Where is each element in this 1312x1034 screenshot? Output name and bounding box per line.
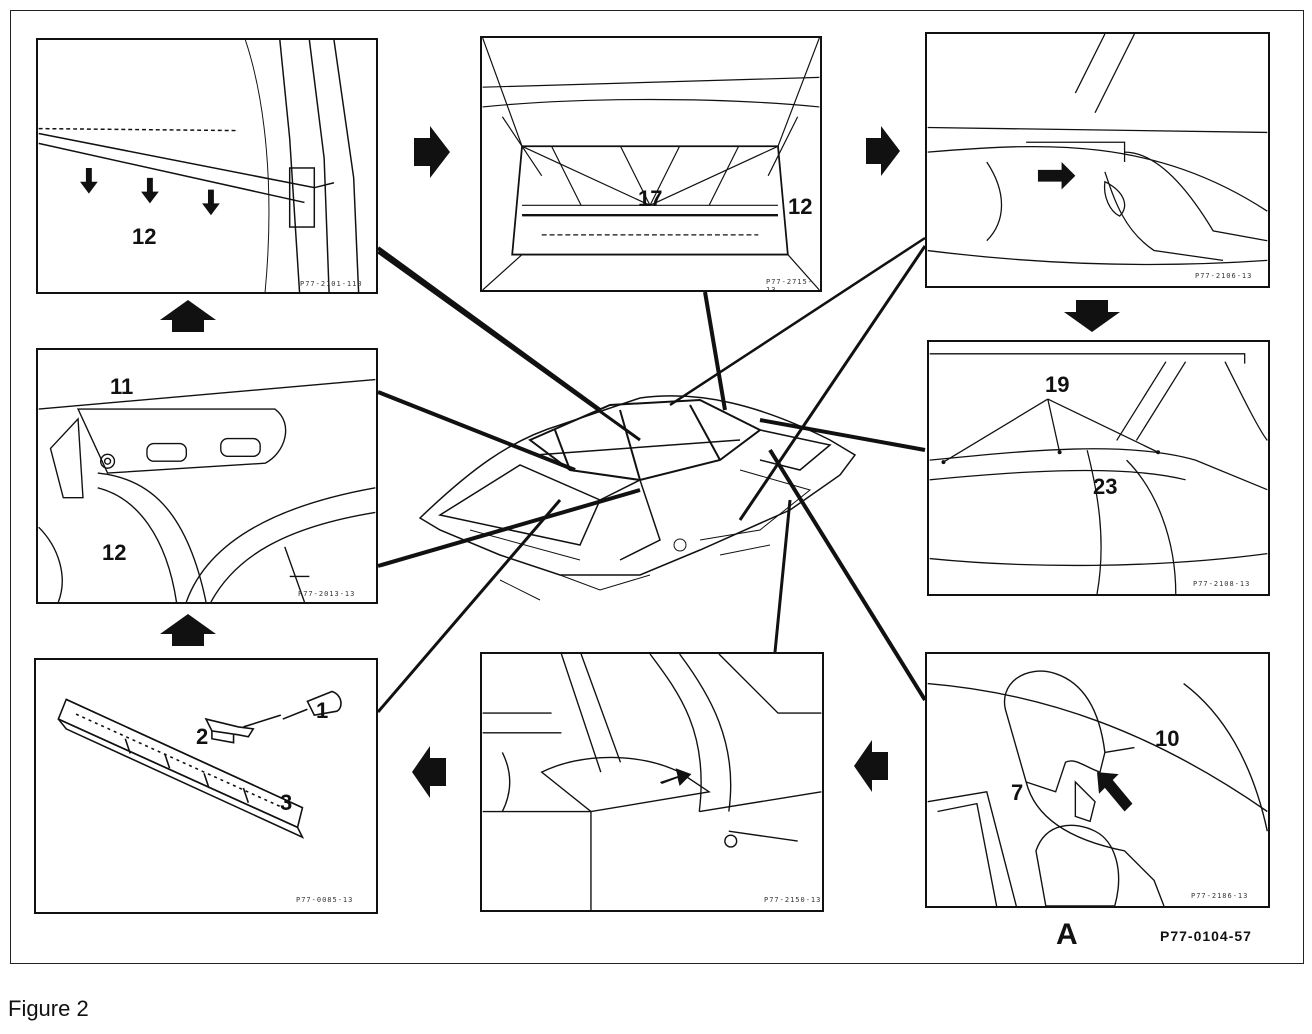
right-arrow-icon — [866, 126, 900, 176]
left-arrow-icon — [854, 740, 888, 792]
callout-2: 2 — [196, 724, 209, 749]
right-arrow-icon — [414, 126, 450, 178]
panel-bottom-right: 10 7 P77-2186-13 — [925, 652, 1270, 908]
callout-12: 12 — [788, 194, 813, 219]
figure-frame — [10, 10, 1304, 964]
panel-top-right: P77-2106-13 — [925, 32, 1270, 288]
panel-middle-left: 11 12 P77-2013-13 — [36, 348, 378, 604]
panel-top-middle: 17 12 P77-2715-13 — [480, 36, 822, 292]
panel-code: P77-2150-13 — [764, 896, 822, 904]
down-arrow-icon — [1064, 300, 1120, 332]
up-arrow-icon — [160, 614, 216, 646]
panel-code: P77-2715-13 — [766, 278, 813, 292]
callout-12: 12 — [132, 224, 157, 249]
panel-code: P77-0085-13 — [296, 896, 354, 904]
up-arrow-icon — [160, 300, 216, 332]
panel-top-left-illustration — [38, 40, 360, 292]
left-arrow-icon — [412, 746, 446, 798]
panel-top-right-illustration — [927, 34, 1268, 266]
panel-bottom-middle: P77-2150-13 — [480, 652, 824, 912]
panel-middle-left-illustration — [38, 378, 376, 602]
panel-bottom-left-illustration — [57, 690, 342, 839]
callout-1: 1 — [316, 698, 329, 723]
panel-code: P77-2108-13 — [1193, 580, 1251, 588]
panel-code: P77-2013-13 — [298, 590, 356, 598]
callout-17: 17 — [638, 186, 663, 211]
panel-bottom-middle-illustration — [482, 654, 822, 910]
callout-11: 11 — [110, 374, 134, 399]
callout-7: 7 — [1011, 780, 1024, 805]
panel-top-left: 12 P77-2101-110 — [36, 38, 378, 294]
detail-label: A — [1056, 918, 1078, 951]
figure-caption: Figure 2 — [8, 996, 89, 1021]
panel-bottom-right-illustration — [927, 670, 1268, 906]
callout-23: 23 — [1093, 474, 1118, 499]
callout-12: 12 — [102, 540, 127, 565]
panel-bottom-left: 1 2 3 P77-0085-13 — [34, 658, 378, 914]
callout-10: 10 — [1155, 726, 1180, 751]
panel-code: P77-2186-13 — [1191, 892, 1249, 900]
panel-middle-right-illustration — [929, 353, 1268, 594]
callout-19: 19 — [1045, 372, 1070, 397]
panel-top-middle-illustration — [482, 38, 820, 290]
panel-middle-right: 19 23 P77-2108-13 — [927, 340, 1270, 596]
callout-3: 3 — [280, 790, 293, 815]
panel-code: P77-2106-13 — [1195, 272, 1253, 280]
figure-code: P77-0104-57 — [1160, 928, 1252, 944]
panel-code: P77-2101-110 — [300, 280, 363, 288]
